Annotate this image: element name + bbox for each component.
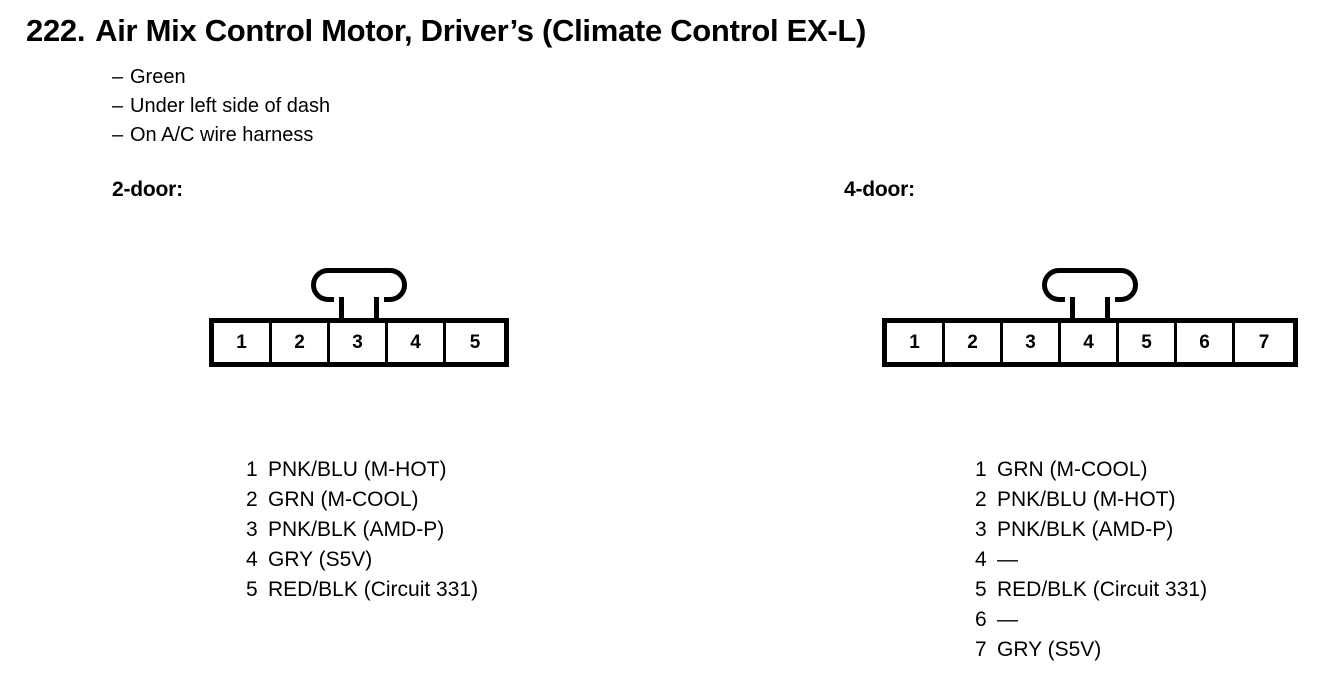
pin-cell-1: 1 xyxy=(887,323,945,362)
pin-list-row: 2 PNK/BLU (M-HOT) xyxy=(975,485,1207,515)
pin-description: GRY (S5V) xyxy=(997,638,1102,661)
pin-list-row: 1 PNK/BLU (M-HOT) xyxy=(246,455,478,485)
bullet-dash-icon: – xyxy=(112,95,124,117)
pin-number: 1 xyxy=(246,458,258,481)
pin-description: PNK/BLU (M-HOT) xyxy=(268,458,447,481)
pin-description: RED/BLK (Circuit 331) xyxy=(997,578,1208,601)
variant-label: 2-door: xyxy=(112,178,183,201)
pin-description: GRN (M-COOL) xyxy=(268,488,419,511)
pin-cell-3: 3 xyxy=(330,323,388,362)
pin-list-row: 6— xyxy=(975,605,1207,635)
bullet-dash-icon: – xyxy=(112,66,124,88)
note-line: –Green xyxy=(112,63,330,92)
pin-cell-1: 1 xyxy=(214,323,272,362)
pin-cell-2: 2 xyxy=(945,323,1003,362)
pin-description: PNK/BLK (AMD-P) xyxy=(997,518,1174,541)
item-number: 222. xyxy=(26,13,86,48)
pin-number: 3 xyxy=(975,518,987,541)
pin-list-4-door: 1 GRN (M-COOL) 2 PNK/BLU (M-HOT) 3 PNK/BLK (A… xyxy=(975,455,1207,665)
pin-number: 4 xyxy=(246,548,258,571)
pin-number: 2 xyxy=(975,488,987,511)
page-title-text: Air Mix Control Motor, Driver’s (Climate… xyxy=(95,13,867,48)
latch-stem xyxy=(339,297,379,319)
pin-number: 5 xyxy=(246,578,258,601)
pin-list-row: 4 GRY (S5V) xyxy=(246,545,478,575)
bullet-dash-icon: – xyxy=(112,124,124,146)
pin-list-row: 4— xyxy=(975,545,1207,575)
page-title: 222. Air Mix Control Motor, Driver’s (Cli… xyxy=(26,12,866,49)
variant-label: 4-door: xyxy=(844,178,915,201)
pin-cell-4: 4 xyxy=(1061,323,1119,362)
pin-cell-3: 3 xyxy=(1003,323,1061,362)
pin-list-row: 1 GRN (M-COOL) xyxy=(975,455,1207,485)
pin-cell-7: 7 xyxy=(1235,323,1293,362)
pin-description: — xyxy=(997,608,1018,631)
pin-description: GRN (M-COOL) xyxy=(997,458,1148,481)
pin-list-row: 5 RED/BLK (Circuit 331) xyxy=(246,575,478,605)
pin-number: 4 xyxy=(975,548,987,571)
pin-list-row: 2 GRN (M-COOL) xyxy=(246,485,478,515)
pin-description: PNK/BLU (M-HOT) xyxy=(997,488,1176,511)
pin-list-2-door: 1 PNK/BLU (M-HOT) 2 GRN (M-COOL) 3 PNK/BLK (A… xyxy=(246,455,478,605)
pin-number: 7 xyxy=(975,638,987,661)
pin-list-row: 5 RED/BLK (Circuit 331) xyxy=(975,575,1207,605)
pin-number: 1 xyxy=(975,458,987,481)
pin-list-row: 7 GRY (S5V) xyxy=(975,635,1207,665)
pin-number: 5 xyxy=(975,578,987,601)
pin-number: 3 xyxy=(246,518,258,541)
latch-stem xyxy=(1070,297,1110,319)
pin-cell-5: 5 xyxy=(1119,323,1177,362)
pin-list-row: 3 PNK/BLK (AMD-P) xyxy=(975,515,1207,545)
pin-cell-2: 2 xyxy=(272,323,330,362)
pin-description: GRY (S5V) xyxy=(268,548,373,571)
pin-number: 6 xyxy=(975,608,987,631)
note-text: Under left side of dash xyxy=(130,95,331,117)
pin-cell-6: 6 xyxy=(1177,323,1235,362)
note-line: –On A/C wire harness xyxy=(112,121,330,150)
notes-list: –Green –Under left side of dash –On A/C … xyxy=(112,63,330,150)
note-text: On A/C wire harness xyxy=(130,124,314,146)
pin-description: — xyxy=(997,548,1018,571)
pin-cell-5: 5 xyxy=(446,323,504,362)
note-line: –Under left side of dash xyxy=(112,92,330,121)
pin-description: PNK/BLK (AMD-P) xyxy=(268,518,445,541)
pin-list-row: 3 PNK/BLK (AMD-P) xyxy=(246,515,478,545)
pin-cell-4: 4 xyxy=(388,323,446,362)
pin-number: 2 xyxy=(246,488,258,511)
pin-description: RED/BLK (Circuit 331) xyxy=(268,578,479,601)
note-text: Green xyxy=(130,66,186,88)
